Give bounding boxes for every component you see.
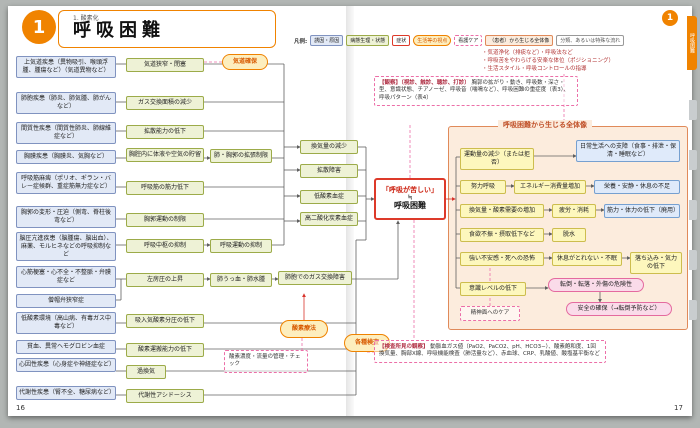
side-tab — [689, 100, 697, 120]
outcome-dehydration: 脱水 — [552, 228, 586, 242]
care-bullet: ・呼吸苦をやわらげる安楽な体位（ポジショニング） — [482, 57, 615, 64]
care-oxygen-management: 酸素濃度・流量の管理・チェック — [224, 350, 308, 373]
cause-pleural: 胸膜疾患（胸膜炎、気胸など） — [16, 150, 116, 164]
cause-anemia: 貧血、異常ヘモグロビン血症 — [16, 340, 116, 354]
care-observation-box: 【観察】（視診、触診、聴診、打診） 胸郭の拡がり・動き、呼吸数・深さ・型、意識状… — [374, 76, 578, 107]
symptom-label: 呼吸困難 — [394, 201, 426, 211]
side-tab-current: 呼吸困難 — [687, 16, 697, 70]
outcome-energy-increase: エネルギー消費量増加 — [514, 180, 586, 194]
outcome-depressed-mood: 落ち込み・気力の低下 — [630, 252, 682, 274]
outcome-activity-decrease: 運動量の減少（または拒否） — [460, 148, 534, 170]
patho-gas-area: ガス交換面積の減少 — [126, 96, 204, 110]
patho-hyperventilation: 過換気 — [126, 365, 166, 379]
patho-expansion-limit: 肺・胸郭の拡張制限 — [210, 149, 272, 163]
patho-acidosis: 代謝性アシドーシス — [126, 389, 204, 403]
patho-airway-obstruction: 気道狭窄・閉塞 — [126, 58, 204, 72]
cause-brain-pressure: 脳圧亢進疾患（脳腫瘍、脳出血）、麻薬、モルヒネなどの呼吸抑制など — [16, 232, 116, 262]
legend-item-symptom: 症状 — [392, 35, 411, 46]
cause-mitral: 僧帽弁狭窄症 — [16, 294, 116, 308]
patho-diffusion: 拡散能力の低下 — [126, 125, 204, 139]
legend-item-care: 看護ケア — [454, 35, 483, 46]
cause-cardiac: 心筋梗塞・心不全・不整脈・弁膜症など — [16, 266, 116, 288]
patho-chest-restriction: 胸郭運動の制限 — [126, 213, 204, 227]
care-bullet: ・気道浄化（排痰など）・呼吸法など — [482, 50, 573, 56]
legend-item-flow: 分類、あるいは特殊な流れ — [556, 35, 625, 46]
patho-inspired-o2: 吸入気酸素分圧の低下 — [126, 314, 204, 328]
outcome-fall-risk: 転倒・転落・外傷の危険性 — [548, 278, 644, 292]
outcome-labored-breathing: 努力呼吸 — [460, 180, 506, 194]
patho-o2-transport: 酸素運搬能力の低下 — [126, 343, 204, 357]
care-bullet: ・生活スタイル・呼吸コントロールの指導 — [482, 65, 587, 72]
page-fold — [346, 6, 354, 416]
outcome-muscle-decline: 筋力・体力の低下（廃用） — [604, 204, 680, 218]
care-exam-box: 【検査所見の観察】 動脈血ガス値（PaO2、PaCO2、pH、HCO3−）、酸素… — [374, 340, 606, 363]
mid-hypercapnia: 高二酸化炭素血症 — [300, 212, 358, 226]
patho-la-pressure: 左房圧の上昇 — [126, 273, 204, 287]
cause-chest-deform: 胸郭の変形・圧迫（側弯、脊柱後弯など） — [16, 206, 116, 228]
cause-metabolic: 代謝性疾患（腎不全、糖尿病など） — [16, 386, 116, 400]
cause-alveolar: 肺胞疾患（肺炎、肺気腫、肺がんなど） — [16, 92, 116, 114]
chapter-label: 1. 酸素化 — [73, 15, 99, 22]
chapter-number-badge: 1 — [22, 10, 56, 44]
mid-ventilation-decrease: 換気量の減少 — [300, 140, 358, 154]
outcome-o2-demand: 換気量・酸素需要の増加 — [460, 204, 544, 218]
side-tab — [689, 300, 697, 320]
outcome-appetite-loss: 食欲不振・摂取低下など — [460, 228, 544, 242]
legend-item-patho: 病態生理・状態 — [346, 35, 390, 46]
page-header: 1. 酸素化 呼吸困難 — [58, 10, 276, 48]
side-tab — [689, 150, 697, 170]
patho-alveolar-exchange: 肺胞でのガス交換障害 — [278, 271, 352, 285]
patho-muscle-weakness: 呼吸筋の筋力低下 — [126, 181, 204, 195]
legend-item-whole: （患者）から生じる全体像 — [485, 35, 554, 46]
outcome-rest-shortage: 栄養・安静・休息の不足 — [594, 180, 680, 194]
mid-hypoxemia: 低酸素血症 — [300, 190, 358, 204]
cause-interstitial: 間質性疾患（間質性肺炎、肺線維症など） — [16, 122, 116, 144]
side-tab — [689, 200, 697, 220]
patho-center-depression: 呼吸中枢の抑制 — [126, 239, 204, 253]
patho-congestion: 肺うっ血・肺水腫 — [210, 273, 272, 287]
page-title: 呼吸困難 — [73, 20, 165, 41]
care-bullet-list: ・気道浄化（排痰など）・呼吸法など ・呼吸苦をやわらげる安楽な体位（ポジショニン… — [482, 50, 686, 74]
corner-chapter-badge: 1 — [662, 10, 678, 26]
patho-pleural-fluid: 胸腔内に体液や空気の貯留 — [126, 148, 204, 162]
care-observation-title: 【観察】（視診、触診、聴診、打診） — [379, 80, 470, 86]
cause-upper-airway: 上気道疾患（異物吸引、喉頭浮腫、腫瘍など）（気道異物など） — [16, 56, 116, 78]
care-observation-body: 胸郭の拡がり・動き、呼吸数・深さ・型、意識状態、チアノーゼ、呼吸音（喘鳴など）、… — [379, 80, 569, 101]
legend-item-cause: 誘因・原因 — [310, 35, 344, 46]
cause-muscle-palsy: 呼吸筋麻痺（ポリオ、ギラン・バレー症候群、重症筋無力症など） — [16, 172, 116, 194]
symptom-quote: 「呼吸が苦しい」 — [382, 186, 438, 195]
legend-label: 凡例: — [294, 38, 308, 45]
outcome-adl-impairment: 日常生活への支障（食事・排泄・保清・睡眠など） — [576, 140, 680, 162]
care-mental: 精神面へのケア — [460, 306, 520, 322]
patho-motion-depression: 呼吸運動の抑制 — [210, 239, 272, 253]
symptom-dyspnea: 「呼吸が苦しい」 ≒ 呼吸困難 — [374, 178, 446, 220]
outcome-panel-title: 呼吸困難から生じる全体像 — [498, 120, 592, 130]
outcome-safety: 安全の確保（→転倒予防など） — [566, 302, 672, 316]
care-exam-title: 【検査所見の観察】 — [379, 344, 429, 350]
page-number-left: 16 — [16, 404, 25, 412]
cause-psychogenic: 心因性疾患（心身症や神経症など） — [16, 358, 116, 372]
page-number-right: 17 — [674, 404, 683, 412]
cause-hypoxic-env: 低酸素環境（高山病、有毒ガス中毒など） — [16, 312, 116, 334]
outcome-anxiety-fear: 強い不安感・死への恐怖 — [460, 252, 544, 266]
mid-diffusion-disorder: 拡散障害 — [300, 164, 358, 178]
legend-item-life: 生活等の視点 — [413, 35, 452, 46]
outcome-no-rest: 休息がとれない・不眠 — [552, 252, 622, 266]
side-tab — [689, 250, 697, 270]
care-exam-body: 動脈血ガス値（PaO2、PaCO2、pH、HCO3−）、酸素飽和度、1回換気量、… — [379, 344, 600, 358]
outcome-consciousness: 意識レベルの低下 — [460, 282, 526, 296]
symptom-equiv: ≒ — [407, 194, 413, 202]
outcome-fatigue: 疲労・消耗 — [552, 204, 596, 218]
legend: 凡例: 誘因・原因 病態生理・状態 症状 生活等の視点 看護ケア （患者）から生… — [294, 35, 625, 46]
oval-oxygen-therapy: 酸素療法 — [280, 320, 328, 338]
oval-airway-securing: 気道確保 — [222, 54, 268, 70]
